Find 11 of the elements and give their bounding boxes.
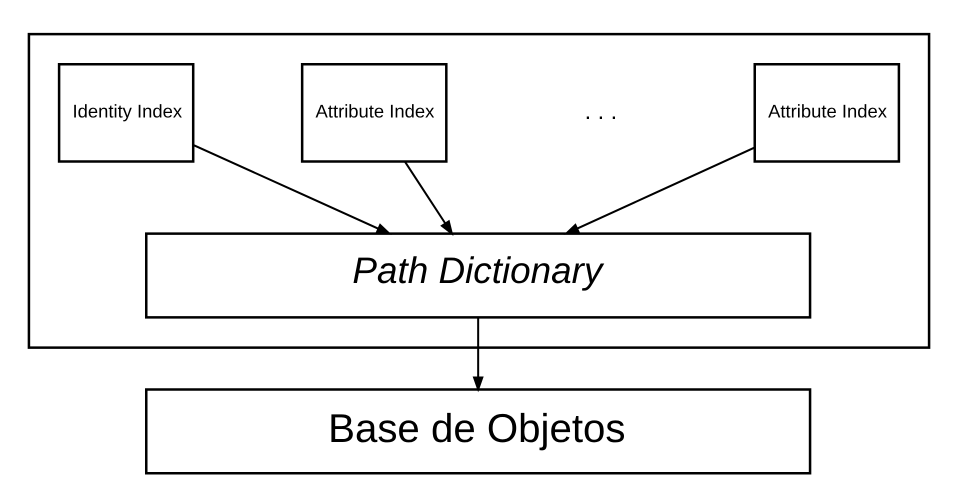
arrow	[194, 144, 392, 235]
node-box: Attribute Index	[300, 63, 448, 163]
node-box: Attribute Index	[753, 63, 900, 163]
node-box: Base de Objetos	[145, 388, 812, 475]
arrow	[564, 146, 755, 235]
label: . . .	[584, 98, 618, 124]
cluster	[28, 32, 930, 349]
arrow	[404, 161, 454, 236]
node-box: Path Dictionary	[145, 232, 812, 319]
node-box: Identity Index	[58, 63, 194, 163]
arrow	[472, 318, 484, 392]
